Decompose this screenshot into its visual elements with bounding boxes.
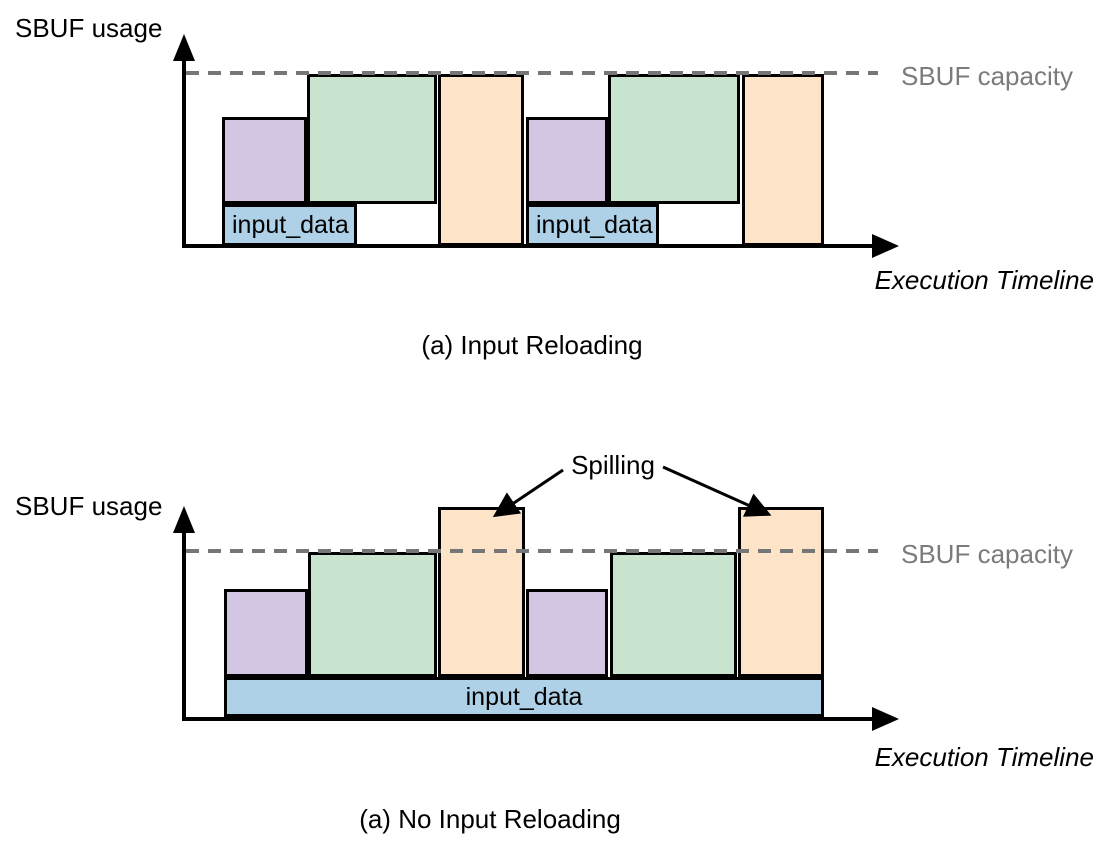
purple-2-bar	[526, 589, 608, 677]
input-data-label: input_data	[232, 210, 349, 239]
y-axis-label: SBUF usage	[15, 13, 163, 43]
green-1-bar	[308, 552, 437, 677]
caption-no-input-reloading: (a) No Input Reloading	[359, 804, 621, 834]
x-axis-arrow-icon	[872, 707, 899, 731]
y-axis-arrow-icon	[173, 34, 195, 61]
green-2-bar	[610, 552, 737, 677]
x-axis-line	[182, 717, 872, 721]
sbuf-capacity-label: SBUF capacity	[901, 61, 1073, 91]
orange-spill-2-bar	[738, 507, 824, 677]
orange-1-bar	[438, 74, 524, 246]
purple-2-bar	[526, 117, 608, 204]
orange-spill-1-bar	[438, 507, 525, 677]
y-axis-arrow-icon	[173, 506, 195, 533]
sbuf-capacity-line	[186, 549, 878, 553]
purple-1-bar	[222, 117, 307, 204]
y-axis-line	[182, 528, 186, 721]
input-data-label: input_data	[536, 210, 653, 239]
y-axis-line	[182, 56, 186, 248]
x-axis-label: Execution Timeline	[874, 265, 1094, 295]
orange-2-bar	[742, 74, 824, 246]
input-data-2-bar: input_data	[526, 204, 659, 246]
sbuf-capacity-label: SBUF capacity	[901, 539, 1073, 569]
x-axis-arrow-icon	[872, 234, 899, 258]
input-data-shared-bar: input_data	[224, 677, 824, 717]
x-axis-label: Execution Timeline	[874, 742, 1094, 772]
purple-1-bar	[224, 589, 308, 677]
input-data-label: input_data	[465, 682, 583, 711]
x-axis-line	[182, 244, 872, 248]
input-data-1-bar: input_data	[222, 204, 357, 246]
sbuf-capacity-line	[186, 71, 878, 75]
y-axis-label: SBUF usage	[15, 491, 163, 521]
caption-input-reloading: (a) Input Reloading	[421, 330, 643, 360]
green-1-bar	[307, 74, 437, 204]
green-2-bar	[608, 74, 740, 204]
spilling-label: Spilling	[571, 450, 655, 480]
